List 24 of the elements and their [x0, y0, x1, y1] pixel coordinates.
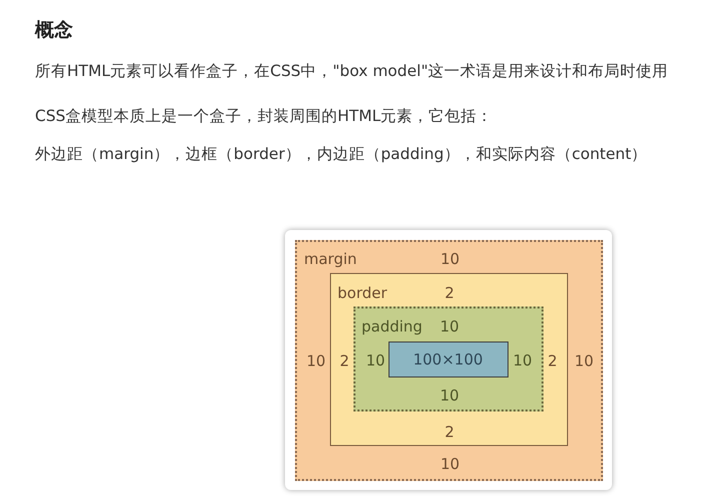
paragraph: CSS盒模型本质上是一个盒子，封装周围的HTML元素，它包括： [35, 106, 493, 127]
dimension-value: 10 [366, 352, 386, 370]
content-box [388, 342, 508, 378]
dimension-value: 2 [444, 284, 454, 302]
margin-box [295, 240, 603, 481]
dimension-value: 2 [340, 352, 350, 370]
box-label: border [338, 284, 388, 302]
heading: 概念 [35, 18, 73, 43]
box-label: margin [304, 250, 357, 268]
dimension-value: 10 [574, 352, 594, 370]
paragraph: 外边距（margin），边框（border），内边距（padding），和实际内容（content） [35, 144, 648, 165]
paragraph: 所有HTML元素可以看作盒子，在CSS中，"box model"这一术语是用来设计和布局时使用 [35, 61, 668, 82]
size-label: 100×100 [413, 350, 483, 368]
dimension-value: 10 [440, 386, 460, 404]
padding-box [354, 306, 544, 412]
dimension-value: 10 [440, 250, 460, 268]
dimension-value: 10 [440, 318, 460, 336]
border-box [330, 273, 568, 446]
box-label: padding [362, 318, 422, 336]
dimension-value: 2 [444, 422, 454, 440]
dimension-value: 10 [512, 352, 532, 370]
dimension-value: 10 [440, 455, 460, 473]
dimension-value: 2 [548, 352, 558, 370]
dimension-value: 10 [306, 352, 326, 370]
